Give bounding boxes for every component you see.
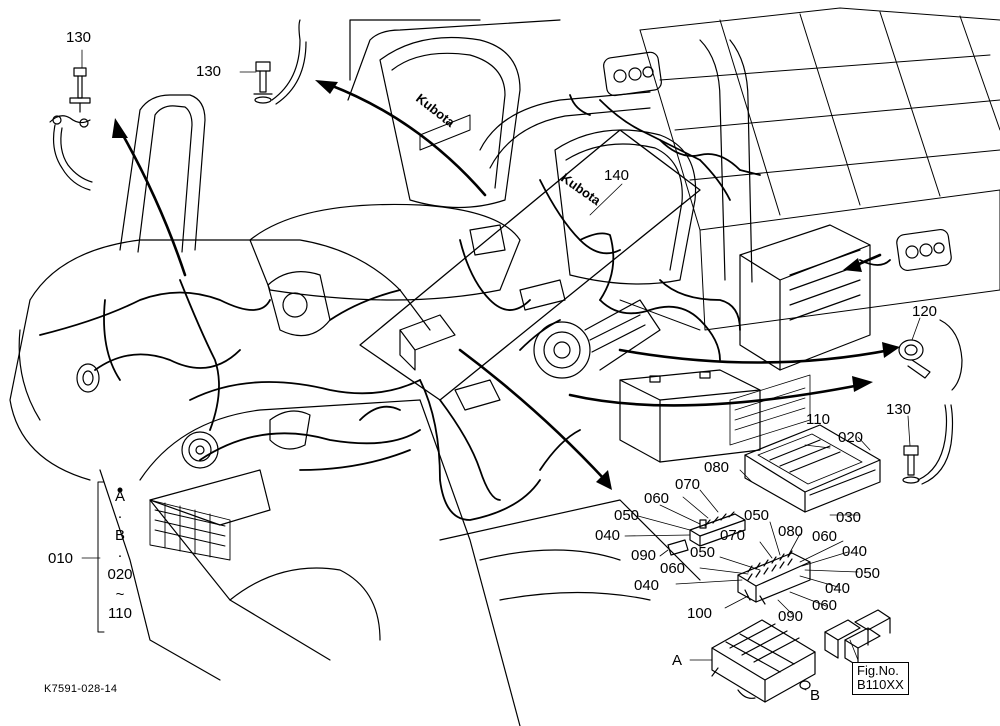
control-box (739, 224, 871, 371)
rear-lamp-right (896, 228, 952, 272)
callout-020: 020 (838, 429, 864, 446)
bracket-line-dot-2: · (117, 546, 123, 564)
bolt-130-top (253, 19, 307, 105)
callout-030: 030 (836, 509, 862, 526)
figure-number-box: Fig.No. B110XX (852, 662, 909, 695)
wiring-harness (39, 94, 891, 521)
connector-ab (711, 619, 816, 703)
fuse-strip-upper (667, 511, 746, 556)
fuse-block-lower (737, 550, 811, 605)
bolt-130-top-left (69, 67, 91, 113)
drawing-code: K7591-028-14 (44, 683, 118, 695)
callout-040-d: 040 (825, 580, 851, 597)
bracket-010 (97, 481, 123, 633)
bracket-line-110: 110 (108, 605, 132, 622)
relay-set (824, 609, 891, 667)
headlamp-front (76, 363, 100, 393)
callout-050-b: 050 (744, 507, 770, 524)
callout-090-a: 090 (631, 547, 657, 564)
bracket-line-a: A (114, 488, 125, 505)
callout-040-b: 040 (842, 543, 868, 560)
callout-060-d: 060 (812, 597, 838, 614)
callout-130-top: 130 (196, 63, 222, 80)
callout-140: 140 (604, 167, 630, 184)
callout-060-c: 060 (660, 560, 686, 577)
alternator (533, 299, 661, 379)
bracket-010-labels: A · B · 020 ~ 110 (100, 487, 140, 624)
cargo-bed (619, 7, 1000, 331)
callout-060-b: 060 (812, 528, 838, 545)
harness-plate (149, 129, 701, 526)
bolt-130-right (902, 404, 954, 485)
figure-number-value: B110XX (857, 677, 904, 692)
callout-040-a: 040 (595, 527, 621, 544)
callout-110: 110 (806, 411, 830, 428)
callout-040-c: 040 (634, 577, 660, 594)
callout-050-a: 050 (614, 507, 640, 524)
routing-arrows (118, 83, 892, 482)
callout-070-b: 070 (720, 527, 746, 544)
callout-080-box: 080 (704, 459, 730, 476)
callout-090-b: 090 (778, 608, 804, 625)
fuse-box (744, 424, 881, 513)
callout-a: A (672, 652, 683, 669)
engine-components (267, 224, 566, 450)
callout-080-b: 080 (778, 523, 804, 540)
callout-050-c: 050 (690, 544, 716, 561)
brand-mark-left: Kubota (413, 91, 458, 131)
callout-070-a: 070 (675, 476, 701, 493)
hood-body (9, 239, 701, 726)
callout-130-top-left: 130 (66, 29, 92, 46)
rear-lamp-left (603, 51, 662, 97)
bracket-line-b: B (114, 527, 125, 544)
headlamp-left (181, 431, 219, 469)
bracket-line-dot-1: · (117, 507, 123, 525)
callout-130-right: 130 (886, 401, 912, 418)
bracket-line-020: 020 (107, 566, 133, 583)
key-switch-120 (898, 319, 963, 391)
front-grille (149, 499, 231, 561)
figure-number-label: Fig.No. (857, 663, 899, 678)
callout-b: B (810, 687, 821, 704)
battery (619, 369, 761, 463)
callout-060-a: 060 (644, 490, 670, 507)
callout-100: 100 (687, 605, 713, 622)
rops-frame (119, 19, 753, 283)
callout-010: 010 (48, 550, 74, 567)
side-grille (729, 374, 811, 446)
seat-right (554, 129, 697, 285)
arrow-heads (112, 80, 900, 490)
callout-050-d: 050 (855, 565, 881, 582)
seat-left (249, 36, 521, 301)
leader-lines (81, 49, 921, 691)
bracket-line-tilde: ~ (115, 585, 125, 603)
callout-120: 120 (912, 303, 938, 320)
ground-strap-top-left (49, 115, 93, 191)
